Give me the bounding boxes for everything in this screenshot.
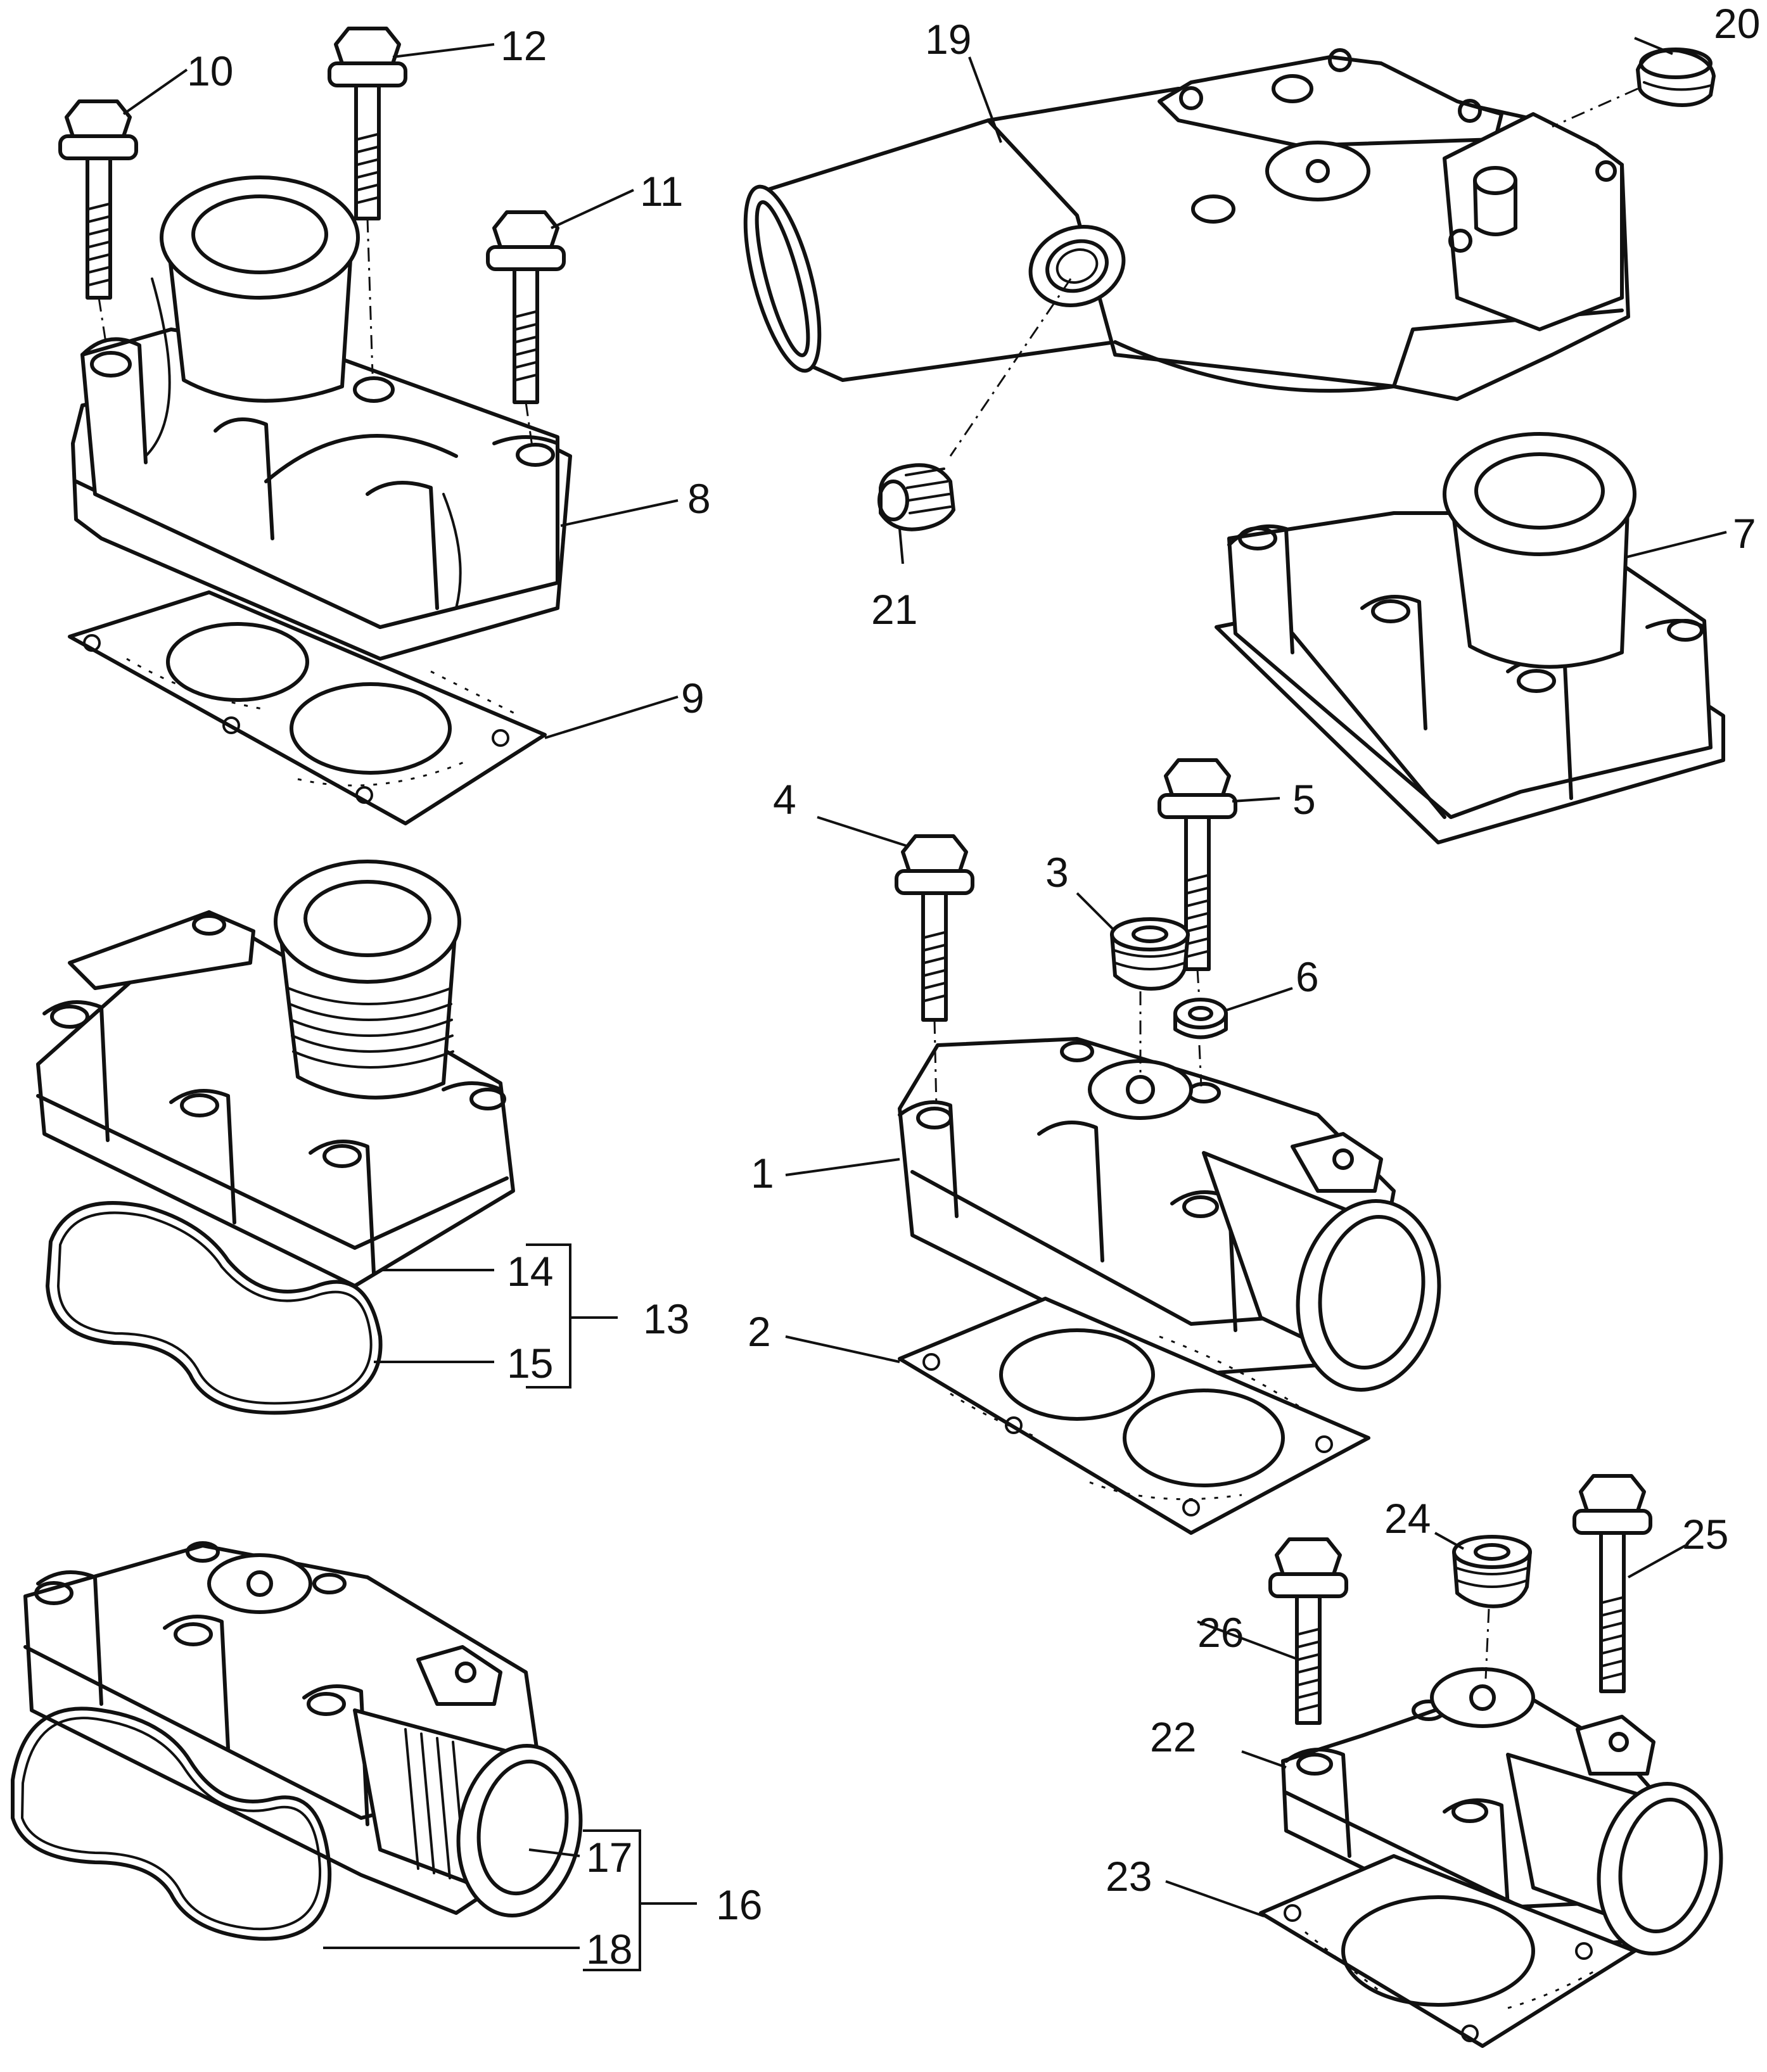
callout-17: 17 (586, 1834, 632, 1881)
washer-6 (1173, 998, 1228, 1087)
callout-1: 1 (751, 1150, 774, 1197)
callout-26: 26 (1197, 1609, 1244, 1656)
callout-13: 13 (643, 1295, 689, 1342)
part-9-gasket (68, 590, 547, 825)
part-14-thermostat-housing (36, 860, 515, 1288)
plug-3 (1110, 917, 1190, 1077)
callout-9: 9 (681, 675, 705, 721)
callout-3: 3 (1045, 849, 1069, 896)
callout-11: 11 (640, 168, 684, 215)
callout-12: 12 (501, 22, 547, 69)
part-17-thermostat-housing (23, 1541, 583, 1917)
callout-labels: 10 12 11 8 9 19 20 21 7 4 3 5 6 1 2 14 1… (187, 0, 1760, 1973)
bolt-25 (1572, 1474, 1652, 1693)
bolt-26 (1268, 1537, 1348, 1725)
callout-14: 14 (507, 1248, 553, 1295)
callout-18: 18 (586, 1926, 632, 1973)
part-8-thermostat-housing (71, 175, 572, 661)
callout-25: 25 (1682, 1511, 1728, 1558)
callout-6: 6 (1296, 953, 1319, 1000)
callout-24: 24 (1384, 1495, 1431, 1542)
callout-22: 22 (1150, 1713, 1196, 1760)
callout-20: 20 (1714, 0, 1760, 47)
callout-10: 10 (187, 48, 233, 94)
part-2-gasket (898, 1297, 1370, 1535)
callout-2: 2 (748, 1308, 771, 1355)
callout-21: 21 (871, 586, 917, 633)
callout-15: 15 (507, 1340, 553, 1387)
callout-5: 5 (1292, 776, 1316, 823)
callout-8: 8 (687, 475, 711, 522)
part-7-thermostat-housing (1215, 432, 1725, 844)
leader-lines (122, 37, 1727, 1971)
callout-7: 7 (1733, 510, 1756, 557)
o-ring-15 (46, 1201, 383, 1415)
plug-24 (1452, 1535, 1532, 1679)
o-ring-18 (11, 1707, 332, 1941)
plug-21 (877, 463, 955, 531)
bolt-4 (895, 834, 974, 1109)
plug-20 (1552, 48, 1716, 128)
part-23-gasket (1259, 1854, 1636, 2048)
bolt-12 (328, 27, 407, 374)
part-1-thermostat-housing (898, 1037, 1441, 1392)
bolt-11 (486, 210, 566, 447)
callout-23: 23 (1106, 1853, 1152, 1900)
bolt-10 (58, 99, 138, 355)
callout-4: 4 (773, 776, 796, 823)
callout-16: 16 (716, 1881, 762, 1928)
bolt-5 (1158, 758, 1237, 1001)
part-19-water-outlet-elbow (743, 48, 1630, 457)
callout-19: 19 (925, 16, 971, 63)
